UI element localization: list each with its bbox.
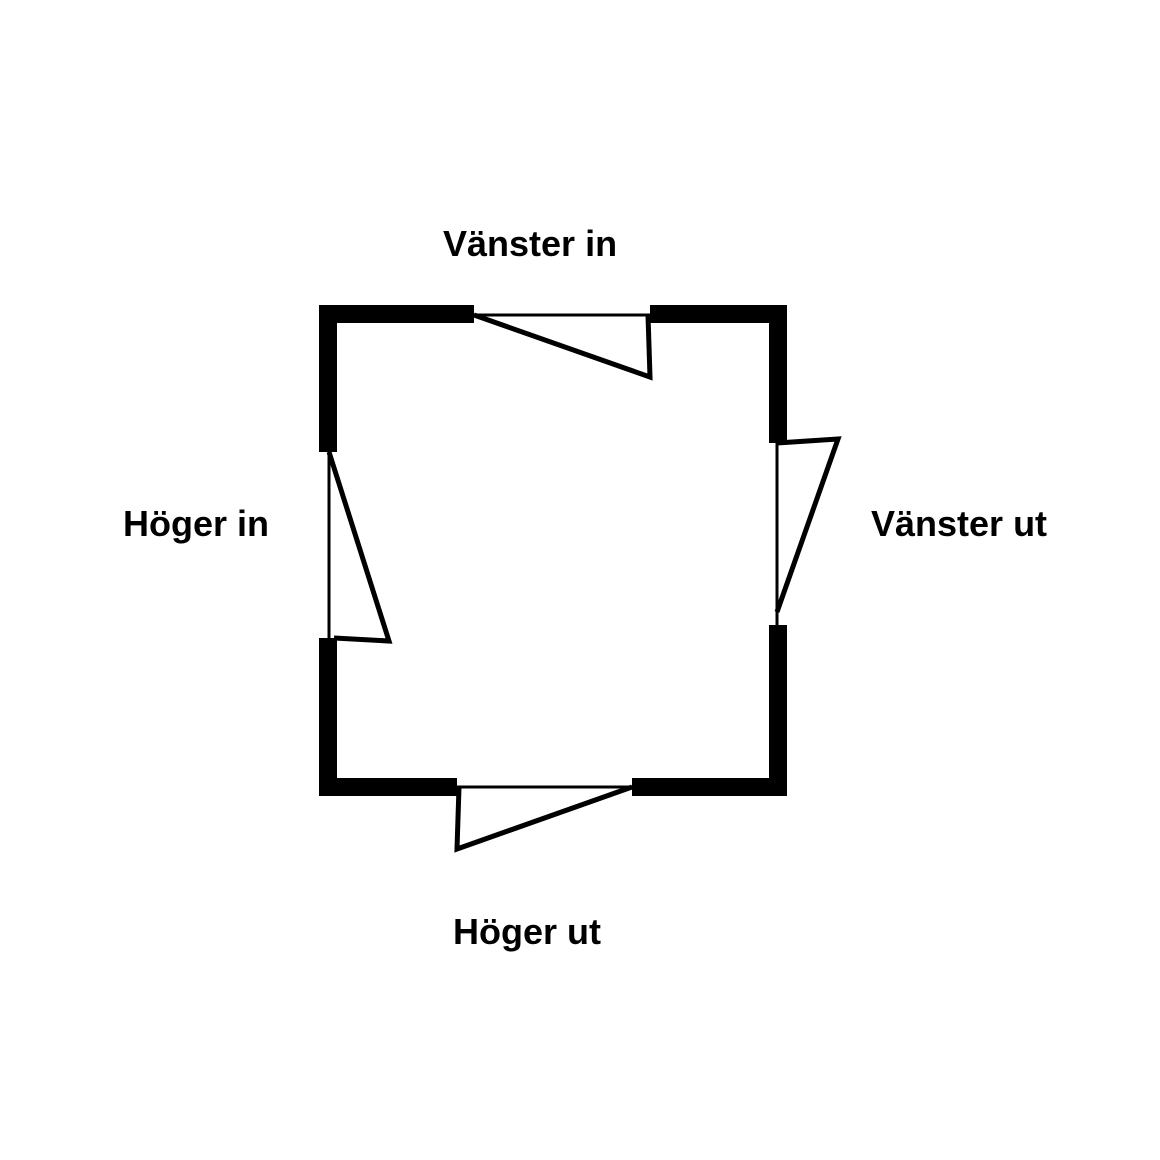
label-hoger-in: Höger in	[123, 503, 270, 544]
door-openings	[327, 313, 779, 789]
wall-left-upper	[319, 305, 337, 452]
wall-top-left	[319, 305, 474, 323]
wall-left-lower	[319, 638, 337, 796]
wall-right-lower	[769, 625, 787, 796]
door-vanster-ut	[774, 436, 842, 613]
door-hoger-in	[326, 451, 393, 644]
walls	[319, 305, 787, 796]
label-vanster-in: Vänster in	[443, 223, 618, 264]
door-hoger-ut	[454, 784, 633, 853]
wall-top-right	[650, 305, 787, 323]
label-vanster-ut: Vänster ut	[871, 503, 1048, 544]
label-hoger-ut: Höger ut	[453, 911, 601, 952]
door-vanster-in	[473, 312, 653, 381]
door-leaves	[326, 312, 842, 853]
wall-right-upper	[769, 305, 787, 443]
wall-bottom-right	[632, 778, 787, 796]
wall-bottom-left	[319, 778, 457, 796]
